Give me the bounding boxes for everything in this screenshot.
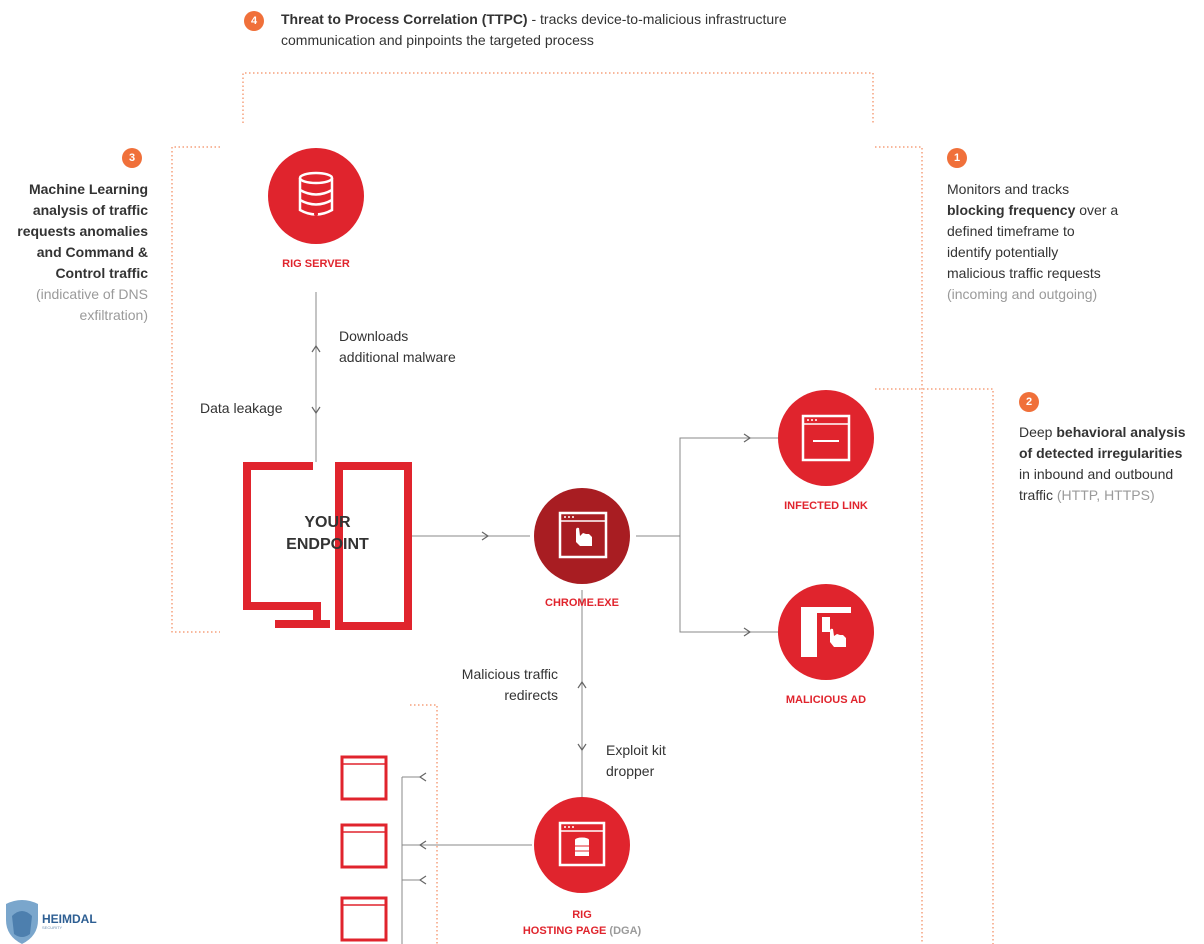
step2-line1: Deep behavioral analysis [1019, 422, 1204, 443]
arrow-up-downloads [311, 344, 321, 353]
rig-hosting-node [534, 797, 630, 893]
step3-badge: 3 [122, 148, 142, 168]
page-window-icon [340, 823, 388, 869]
heimdal-logo: HEIMDAL SECURITY [42, 913, 122, 931]
step1-line4: identify potentially [947, 244, 1059, 260]
step2-line1-bold: behavioral analysis [1056, 424, 1186, 440]
rig-hosting-h: H [522, 925, 531, 937]
downloads-label: Downloads additional malware [339, 326, 519, 368]
rig-hosting-dga: (DGA) [606, 925, 642, 937]
logo-name: HEIMDAL [42, 912, 97, 926]
step4-badge: 4 [244, 11, 264, 31]
heimdal-shield-icon [6, 900, 38, 944]
arrow-heads [311, 344, 752, 885]
page-window-icon [340, 896, 388, 942]
step3-line: analysis of traffic [32, 202, 148, 218]
rig-server-label: RIG SERVER [282, 258, 350, 270]
step3-text: Machine Learning analysis of traffic req… [0, 179, 148, 326]
arrow-left-page3 [418, 875, 427, 885]
step4-title: Threat to Process Correlation (TTPC) [281, 11, 528, 27]
data-leakage-label: Data leakage [200, 400, 283, 416]
exploit-line1: Exploit kit [606, 742, 666, 758]
page-window-icon [340, 755, 388, 801]
step3-line: requests anomalies [17, 223, 148, 239]
step1-line1: Monitors and tracks [947, 181, 1070, 197]
step1-badge: 1 [947, 148, 967, 168]
step2-badge: 2 [1019, 392, 1039, 412]
step1-line3: defined timeframe to [947, 223, 1075, 239]
endpoint-label: YOUR ENDPOINT [251, 512, 404, 556]
arrow-left-page2 [418, 840, 427, 850]
step1-line5: malicious traffic requests [947, 265, 1101, 281]
step4-line1: - tracks device-to-malicious infrastruct… [527, 11, 787, 27]
step2-line3: in inbound and outbound [1019, 466, 1174, 482]
step1-text: Monitors and tracks blocking frequency o… [947, 179, 1177, 305]
step1-bold: blocking frequency [947, 202, 1076, 218]
step2-line4-note: (HTTP, HTTPS) [1056, 487, 1155, 503]
infected-link-label: INFECTED LINK [784, 500, 868, 512]
rig-hosting-line2: HOSTING PAGE (DGA) [482, 923, 682, 939]
malicious-ad-label: MALICIOUS AD [785, 694, 867, 706]
bracket-step2 [875, 388, 994, 944]
browser-window-icon [801, 414, 851, 462]
malicious-ad-node [778, 584, 874, 680]
arrow-right-infected [743, 433, 752, 443]
rig-server-node [268, 148, 364, 244]
bracket-hosting [410, 704, 438, 944]
arrow-left-page1 [418, 772, 427, 782]
step2-text: Deep behavioral analysis of detected irr… [1019, 422, 1204, 506]
step3-note: (indicative of DNS [35, 286, 148, 302]
bracket-step3 [171, 146, 220, 633]
arrow-right-ad [743, 627, 752, 637]
exploit-line2: dropper [606, 763, 655, 779]
endpoint-label-line1: YOUR [304, 514, 351, 531]
malicious-line1: Malicious traffic [461, 666, 558, 682]
step2-line4: traffic (HTTP, HTTPS) [1019, 485, 1204, 506]
step2-line1-pre: Deep [1019, 424, 1057, 440]
bracket-step4 [242, 72, 874, 123]
logo-sub: SECURITY [42, 925, 63, 930]
step4-line2: communication and pinpoints the targeted… [281, 32, 594, 48]
step2-line2: of detected irregularities [1019, 445, 1183, 461]
rig-hosting-line1: RIG [572, 909, 592, 921]
exploit-kit-label: Exploit kit dropper [606, 740, 726, 782]
downloads-line2: additional malware [339, 349, 456, 365]
step1-note: (incoming and outgoing) [947, 286, 1098, 302]
step3-note: exfiltration) [79, 307, 148, 323]
step3-line: Control traffic [55, 265, 148, 281]
step1-line2: blocking frequency over a [947, 200, 1177, 221]
step4-text: Threat to Process Correlation (TTPC) - t… [281, 9, 841, 51]
browser-database-icon [558, 821, 606, 867]
correlation-brackets [171, 72, 994, 944]
bracket-step1 [875, 146, 923, 944]
downloads-line1: Downloads [339, 328, 409, 344]
step3-line: and Command & [36, 244, 148, 260]
arrow-down-exploit [577, 743, 587, 752]
redirect-page-icons [340, 755, 388, 942]
endpoint-label-line2: ENDPOINT [286, 536, 369, 553]
infected-link-node [778, 390, 874, 486]
chrome-node [534, 488, 630, 584]
ad-banner-icon [801, 607, 851, 657]
step3-line: Machine Learning [28, 181, 148, 197]
rig-hosting-rest: OSTING PAGE [530, 925, 607, 937]
arrow-up-redirects [577, 680, 587, 689]
arrow-right-chrome [481, 531, 490, 541]
browser-cursor-icon [558, 511, 608, 559]
rig-hosting-label: RIG HOSTING PAGE (DGA) [482, 907, 682, 939]
step2-line4-pre: traffic [1019, 487, 1057, 503]
chrome-label: CHROME.EXE [545, 597, 619, 609]
malicious-line2: redirects [504, 687, 558, 703]
arrow-down-leakage [311, 406, 321, 415]
step1-line2-rest: over a [1075, 202, 1119, 218]
connectors [315, 292, 778, 944]
endpoint-monitor-icon [243, 462, 412, 630]
malicious-redirects-label: Malicious traffic redirects [400, 664, 558, 706]
